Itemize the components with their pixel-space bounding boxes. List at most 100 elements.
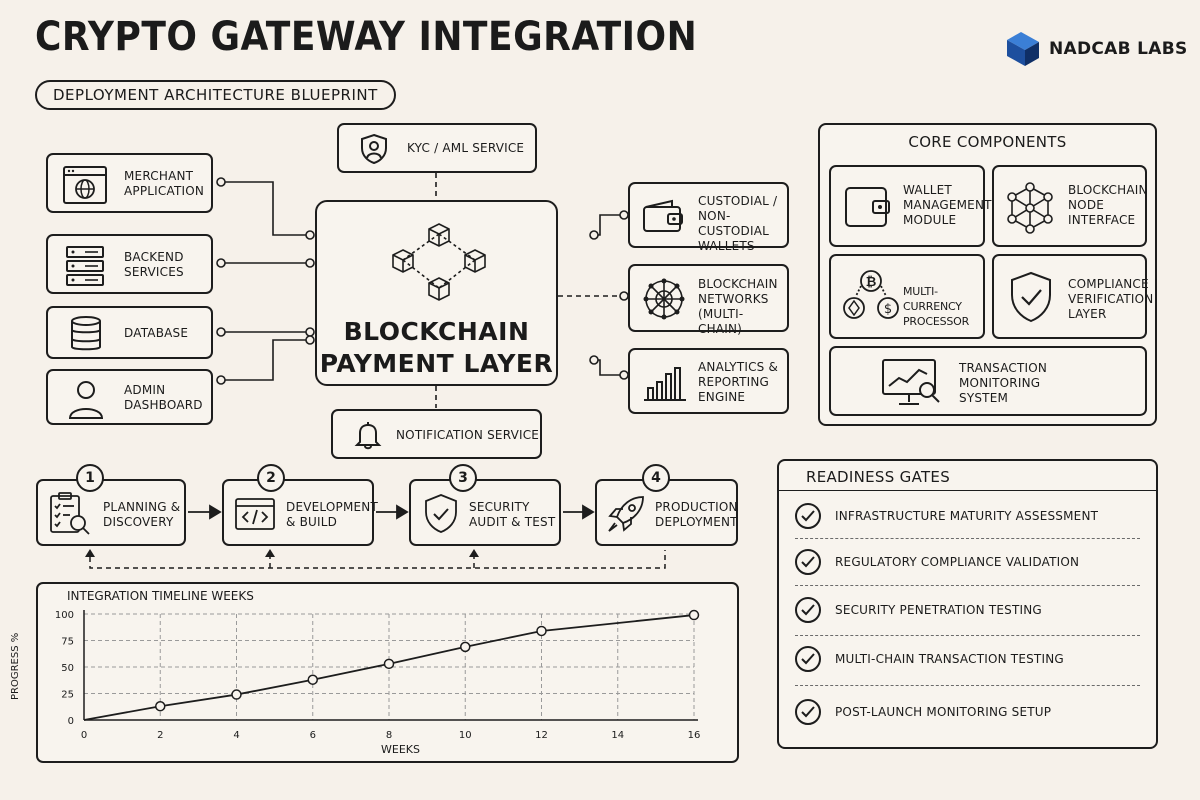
gate-divider (795, 635, 1140, 636)
chart-title: INTEGRATION TIMELINE WEEKS (67, 589, 254, 603)
gate-label: SECURITY PENETRATION TESTING (835, 603, 1042, 617)
nadcab-logo-icon (1007, 32, 1039, 66)
gate-label: INFRASTRUCTURE MATURITY ASSESSMENT (835, 509, 1099, 523)
gate-label: MULTI-CHAIN TRANSACTION TESTING (835, 652, 1064, 666)
checkmark-icon (795, 549, 821, 575)
x-tick-label: 2 (157, 730, 163, 741)
server-icon (65, 245, 105, 287)
gate-divider (795, 585, 1140, 586)
compliance-verification-card[interactable]: COMPLIANCE VERIFICATION LAYER (992, 254, 1153, 339)
data-point (460, 641, 471, 653)
left-node-label: DATABASE (124, 326, 189, 340)
blockchain-payment-layer[interactable]: BLOCKCHAIN PAYMENT LAYER (315, 200, 558, 386)
core-item-label: WALLET MANAGEMENT MODULE (903, 183, 992, 227)
transaction-monitoring-card[interactable]: TRANSACTION MONITORING SYSTEM (829, 346, 1147, 416)
timeline-chart-panel (36, 582, 739, 763)
kyc-aml-label: KYC / AML SERVICE (407, 141, 525, 155)
core-item-label: TRANSACTION MONITORING SYSTEM (959, 361, 1048, 405)
data-point (688, 609, 700, 621)
gate-item[interactable]: INFRASTRUCTURE MATURITY ASSESSMENT (795, 501, 1140, 531)
step-security-audit[interactable]: SECURITY AUDIT & TEST (409, 479, 561, 546)
notification-label: NOTIFICATION SERVICE (396, 428, 540, 442)
gate-item[interactable]: POST-LAUNCH MONITORING SETUP (795, 697, 1140, 727)
wallets-node[interactable]: CUSTODIAL / NON-CUSTODIAL WALLETS (628, 182, 789, 253)
data-point (231, 689, 242, 700)
wallet-management-card[interactable]: WALLET MANAGEMENT MODULE (829, 165, 991, 247)
step-label: SECURITY AUDIT & TEST (469, 500, 556, 529)
core-components-title: CORE COMPONENTS (908, 133, 1067, 151)
merchant-application-node[interactable]: MERCHANT APPLICATION (46, 153, 213, 213)
y-tick-label: 100 (55, 610, 74, 621)
readiness-gates-panel: READINESS GATES (777, 459, 1158, 749)
data-point (383, 658, 395, 670)
monitor-chart-icon (881, 358, 943, 408)
svg-text:₿: ₿ (866, 275, 877, 290)
svg-text:$: $ (884, 302, 892, 317)
analytics-reporting-node[interactable]: ANALYTICS & REPORTING ENGINE (628, 348, 789, 414)
x-tick-label: 14 (611, 730, 624, 741)
clipboard-search-icon (48, 491, 92, 537)
blockchain-cubes-icon (383, 220, 495, 306)
gate-item[interactable]: REGULATORY COMPLIANCE VALIDATION (795, 547, 1140, 577)
wallet-icon (843, 185, 893, 229)
checkmark-icon (795, 503, 821, 529)
blockchain-networks-node[interactable]: BLOCKCHAIN NETWORKS (MULTI-CHAIN) (628, 264, 789, 336)
left-node-label: BACKEND SERVICES (124, 250, 184, 279)
y-tick-label: 25 (61, 690, 74, 701)
brand-logo[interactable]: NADCAB LABS (1003, 30, 1188, 68)
y-tick-label: 0 (68, 716, 74, 727)
data-point (307, 674, 318, 685)
right-node-label: CUSTODIAL / NON-CUSTODIAL WALLETS (698, 194, 778, 253)
step-number-badge: 4 (642, 464, 670, 492)
checkmark-icon (795, 597, 821, 623)
x-tick-label: 0 (81, 730, 87, 741)
x-tick-label: 12 (535, 730, 548, 741)
step-planning-discovery[interactable]: PLANNING & DISCOVERY (36, 479, 186, 546)
gate-item[interactable]: SECURITY PENETRATION TESTING (795, 595, 1140, 625)
right-node-label: BLOCKCHAIN NETWORKS (MULTI-CHAIN) (698, 277, 778, 336)
y-tick-label: 75 (61, 637, 74, 648)
browser-globe-icon (62, 165, 108, 205)
left-node-label: ADMIN DASHBOARD (124, 383, 203, 412)
step-label: DEVELOPMENT & BUILD (286, 500, 378, 529)
center-label: BLOCKCHAIN PAYMENT LAYER (319, 317, 554, 378)
core-item-label: BLOCKCHAIN NODE INTERFACE (1068, 183, 1148, 227)
data-point (536, 625, 547, 637)
gate-label: POST-LAUNCH MONITORING SETUP (835, 705, 1052, 719)
readiness-gates-title: READINESS GATES (806, 468, 951, 486)
user-icon (67, 378, 105, 420)
backend-services-node[interactable]: BACKEND SERVICES (46, 234, 213, 294)
gate-divider (795, 685, 1140, 686)
step-number-badge: 1 (76, 464, 104, 492)
x-tick-label: 8 (386, 730, 392, 741)
bell-icon (353, 420, 383, 450)
gate-label: REGULATORY COMPLIANCE VALIDATION (835, 555, 1080, 569)
notification-service-node[interactable]: NOTIFICATION SERVICE (331, 409, 542, 459)
multi-currency-processor-card[interactable]: ₿ $ MULTI-CURRENCY PROCESSOR (829, 254, 985, 339)
x-tick-label: 6 (310, 730, 316, 741)
series-line (83, 614, 695, 721)
subtitle-badge: DEPLOYMENT ARCHITECTURE BLUEPRINT (35, 80, 396, 110)
core-item-label: MULTI-CURRENCY PROCESSOR (903, 285, 970, 328)
network-icon (642, 277, 686, 321)
shield-check-icon (423, 493, 459, 535)
gate-divider (795, 538, 1140, 539)
admin-dashboard-node[interactable]: ADMIN DASHBOARD (46, 369, 213, 425)
rocket-icon (605, 493, 647, 535)
page-title: CRYPTO GATEWAY INTEGRATION (35, 14, 698, 60)
x-tick-label: 10 (459, 730, 472, 741)
kyc-aml-service-node[interactable]: KYC / AML SERVICE (337, 123, 537, 173)
step-label: PLANNING & DISCOVERY (103, 500, 181, 529)
gates-title-divider (778, 490, 1157, 491)
step-development-build[interactable]: DEVELOPMENT & BUILD (222, 479, 378, 546)
blockchain-node-interface-card[interactable]: BLOCKCHAIN NODE INTERFACE (992, 165, 1147, 247)
wallet-icon (642, 199, 684, 233)
chart-xlabel: WEEKS (381, 743, 420, 756)
gate-item[interactable]: MULTI-CHAIN TRANSACTION TESTING (795, 644, 1140, 674)
database-node[interactable]: DATABASE (46, 306, 213, 359)
code-window-icon (234, 497, 276, 531)
brand-name: NADCAB LABS (1049, 39, 1188, 59)
shield-user-icon (359, 133, 389, 165)
